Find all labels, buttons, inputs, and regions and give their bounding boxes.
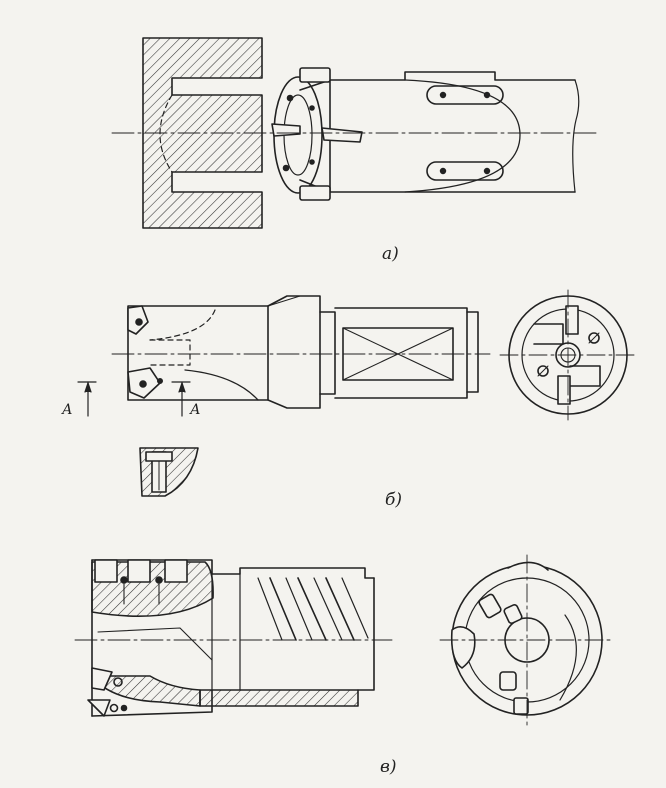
panel-label-a: а): [382, 244, 399, 264]
end-mill-end-view: [439, 554, 613, 726]
section-marker-a: [77, 381, 191, 417]
workpiece-section: [142, 37, 263, 229]
section-label-left: А: [61, 402, 73, 418]
panel-b-drawing: [77, 289, 637, 497]
section-label-right: А: [189, 402, 201, 418]
drill-end-view: [499, 289, 637, 421]
section-a-a: [139, 447, 199, 497]
spiral-end-mill-side: [87, 559, 375, 717]
slot-cutter: [271, 67, 580, 201]
panel-a-drawing: [111, 37, 599, 229]
panel-label-b: б): [385, 490, 402, 510]
panel-c-drawing: [74, 554, 613, 726]
panel-label-c: в): [380, 757, 397, 777]
